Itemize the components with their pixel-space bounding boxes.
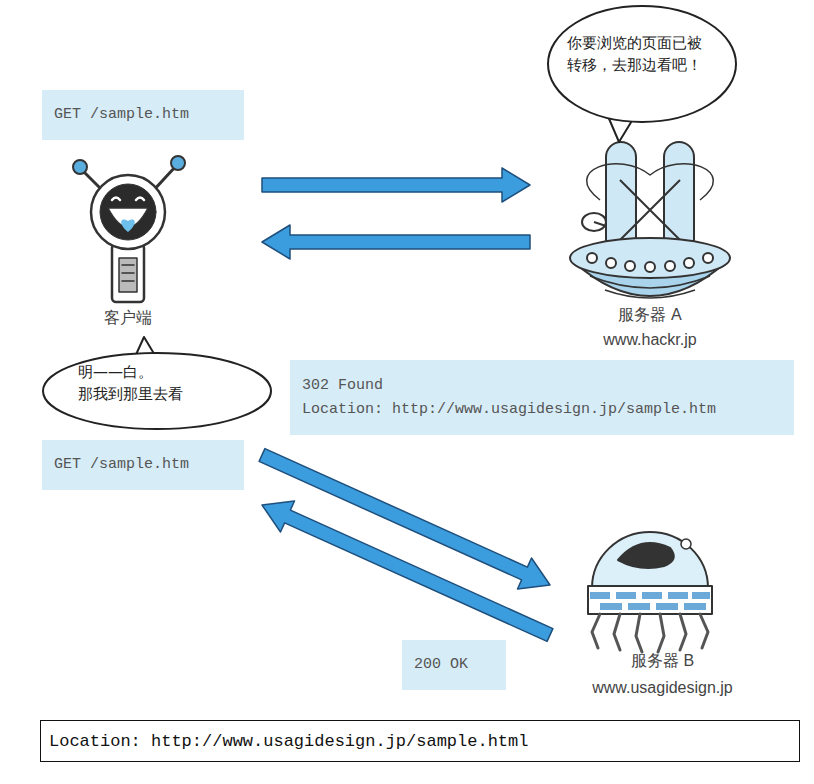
speech-text: 你要浏览的页面已被 转移，去那边看吧！ xyxy=(567,32,719,76)
response-box: 302 FoundLocation: http://www.usagidesig… xyxy=(290,360,794,435)
node-label: 客户端 xyxy=(63,308,193,328)
message-arrow xyxy=(262,225,530,259)
host-name: www.usagidesign.jp xyxy=(550,678,775,698)
http-message: Location: http://www.usagidesign.jp/samp… xyxy=(302,398,782,422)
node-label: 服务器 A xyxy=(535,305,765,325)
speech-bubble: 你要浏览的页面已被 转移，去那边看吧！ xyxy=(545,2,740,142)
host-name: www.hackr.jp xyxy=(535,330,765,350)
message-arrow xyxy=(262,501,553,641)
request-box: GET /sample.htm xyxy=(42,90,244,140)
server-a-ufo xyxy=(570,142,730,298)
header-text: Location: http://www.usagidesign.jp/samp… xyxy=(49,732,791,751)
message-arrow xyxy=(262,168,530,202)
http-message: 200 OK xyxy=(414,653,494,677)
request-box: GET /sample.htm xyxy=(42,440,244,490)
http-message: GET /sample.htm xyxy=(54,453,232,477)
http-message: GET /sample.htm xyxy=(54,103,232,127)
node-label: 服务器 B xyxy=(550,651,775,671)
header-box: Location: http://www.usagidesign.jp/samp… xyxy=(40,720,800,762)
speech-text: 明——白。 那我到那里去看 xyxy=(78,361,243,405)
http-message: 302 Found xyxy=(302,374,782,398)
server-figure: 服务器 B www.usagidesign.jp xyxy=(550,520,775,705)
speech-bubble: 明——白。 那我到那里去看 xyxy=(40,345,275,430)
server-figure: 服务器 Awww.hackr.jp xyxy=(530,150,745,350)
response-box: 200 OK xyxy=(402,640,506,690)
client-robot xyxy=(73,156,185,302)
server-b-jellyfish xyxy=(588,532,712,652)
